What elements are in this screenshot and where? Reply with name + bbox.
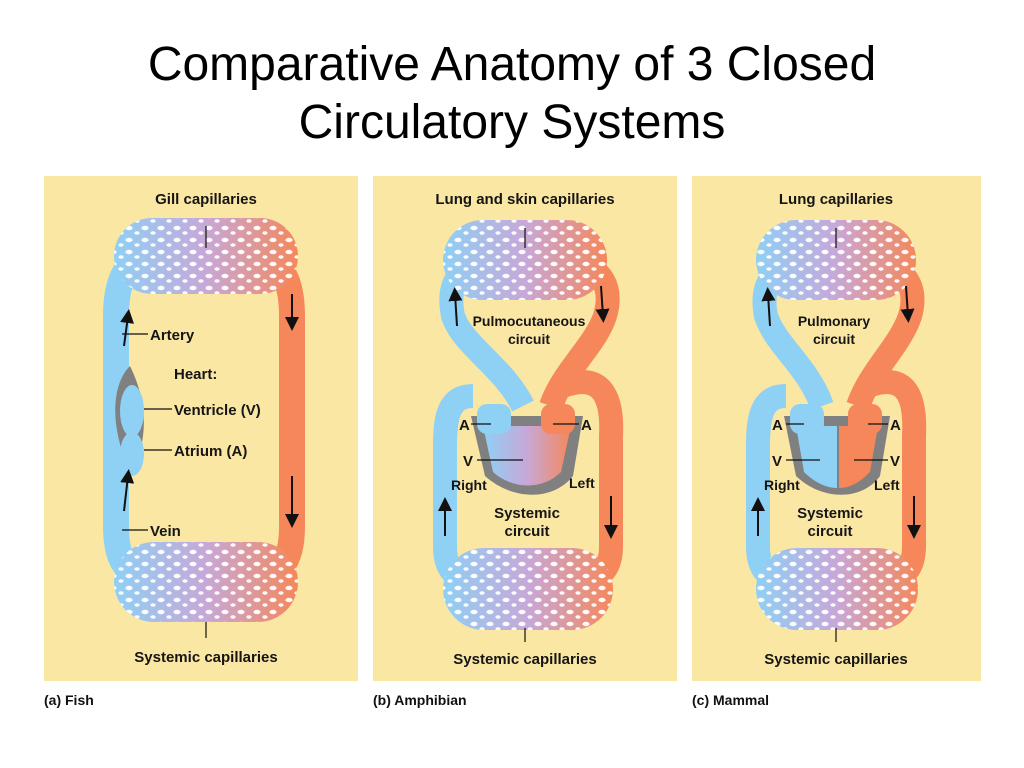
mammal-systemic-circuit-label-2: circuit [807, 523, 852, 540]
mammal-systemic-capillaries-label: Systemic capillaries [764, 651, 907, 668]
lung-capillaries-label: Lung capillaries [779, 191, 893, 208]
amphibian-left-atrium [541, 404, 575, 434]
mammal-right-label: Right [764, 477, 800, 493]
mammal-left-ventricle [839, 426, 878, 488]
fish-ventricle [120, 385, 144, 437]
fish-atrium [120, 432, 144, 476]
amphibian-ventricle [483, 426, 571, 486]
fish-diagram: Gill capillaries Artery Heart: Ventricle… [103, 191, 305, 666]
title-line-1: Comparative Anatomy of 3 Closed [147, 38, 877, 91]
mammal-left-atrium [848, 404, 882, 434]
mammal-v-right-label: V [890, 453, 900, 470]
fish-caption: (a) Fish [44, 692, 94, 708]
amphibian-systemic-capillaries-label: Systemic capillaries [453, 651, 596, 668]
mammal-a-left-label: A [772, 417, 783, 434]
lung-capillary-bed [756, 220, 916, 300]
pulmonary-circuit-label: Pulmonary [798, 313, 871, 329]
amphibian-right-label: Right [451, 477, 487, 493]
amphibian-systemic-circuit-label-2: circuit [504, 523, 549, 540]
amphibian-systemic-circuit-label: Systemic [494, 505, 560, 522]
fish-aorta-vessel [254, 245, 305, 589]
flow-arrow-icon [448, 287, 463, 327]
mammal-left-label: Left [874, 477, 900, 493]
mammal-right-ventricle [796, 426, 837, 488]
amphibian-a-left-label: A [459, 417, 470, 434]
fish-panel: Gill capillaries Artery Heart: Ventricle… [44, 176, 358, 681]
heart-label: Heart: [174, 366, 217, 383]
flow-arrow-icon [120, 309, 135, 347]
pulmocutaneous-circuit-label: Pulmocutaneous [473, 313, 586, 329]
fish-systemic-capillary-bed [114, 542, 298, 622]
amphibian-v-label: V [463, 453, 473, 470]
slide-title: Comparative Anatomy of 3 Closed Circulat… [0, 36, 1024, 152]
gill-capillaries-label: Gill capillaries [155, 191, 257, 208]
ventricle-label: Ventricle (V) [174, 402, 261, 419]
gill-capillary-bed [114, 218, 298, 294]
flow-arrow-icon [120, 469, 135, 512]
mammal-panel: Lung capillaries Pulmonary circuit A A V… [692, 176, 981, 681]
amphibian-diagram: Lung and skin capillaries Pulmocutaneous… [433, 191, 624, 668]
vein-label: Vein [150, 523, 181, 540]
artery-label: Artery [150, 327, 195, 344]
mammal-a-right-label: A [890, 417, 901, 434]
amphibian-right-atrium [477, 404, 511, 434]
flow-arrow-icon [761, 287, 776, 327]
amphibian-systemic-capillary-bed [443, 548, 613, 630]
mammal-v-left-label: V [772, 453, 782, 470]
lung-skin-capillary-bed [443, 220, 607, 300]
mammal-systemic-capillary-bed [756, 548, 918, 630]
mammal-systemic-circuit-label: Systemic [797, 505, 863, 522]
mammal-caption: (c) Mammal [692, 692, 770, 708]
atrium-label: Atrium (A) [174, 443, 247, 460]
mammal-diagram: Lung capillaries Pulmonary circuit A A V… [746, 191, 927, 668]
mammal-right-atrium [790, 404, 824, 434]
flow-arrow-icon [900, 285, 915, 323]
pulmonary-circuit-label-2: circuit [813, 331, 855, 347]
amphibian-left-label: Left [569, 475, 595, 491]
flow-arrow-icon [595, 285, 610, 323]
title-line-2: Circulatory Systems [298, 96, 726, 149]
lung-skin-capillaries-label: Lung and skin capillaries [435, 191, 614, 208]
fish-systemic-capillaries-label: Systemic capillaries [134, 649, 277, 666]
amphibian-a-right-label: A [581, 417, 592, 434]
amphibian-caption: (b) Amphibian [373, 692, 467, 708]
amphibian-panel: Lung and skin capillaries Pulmocutaneous… [373, 176, 677, 681]
pulmocutaneous-circuit-label-2: circuit [508, 331, 550, 347]
